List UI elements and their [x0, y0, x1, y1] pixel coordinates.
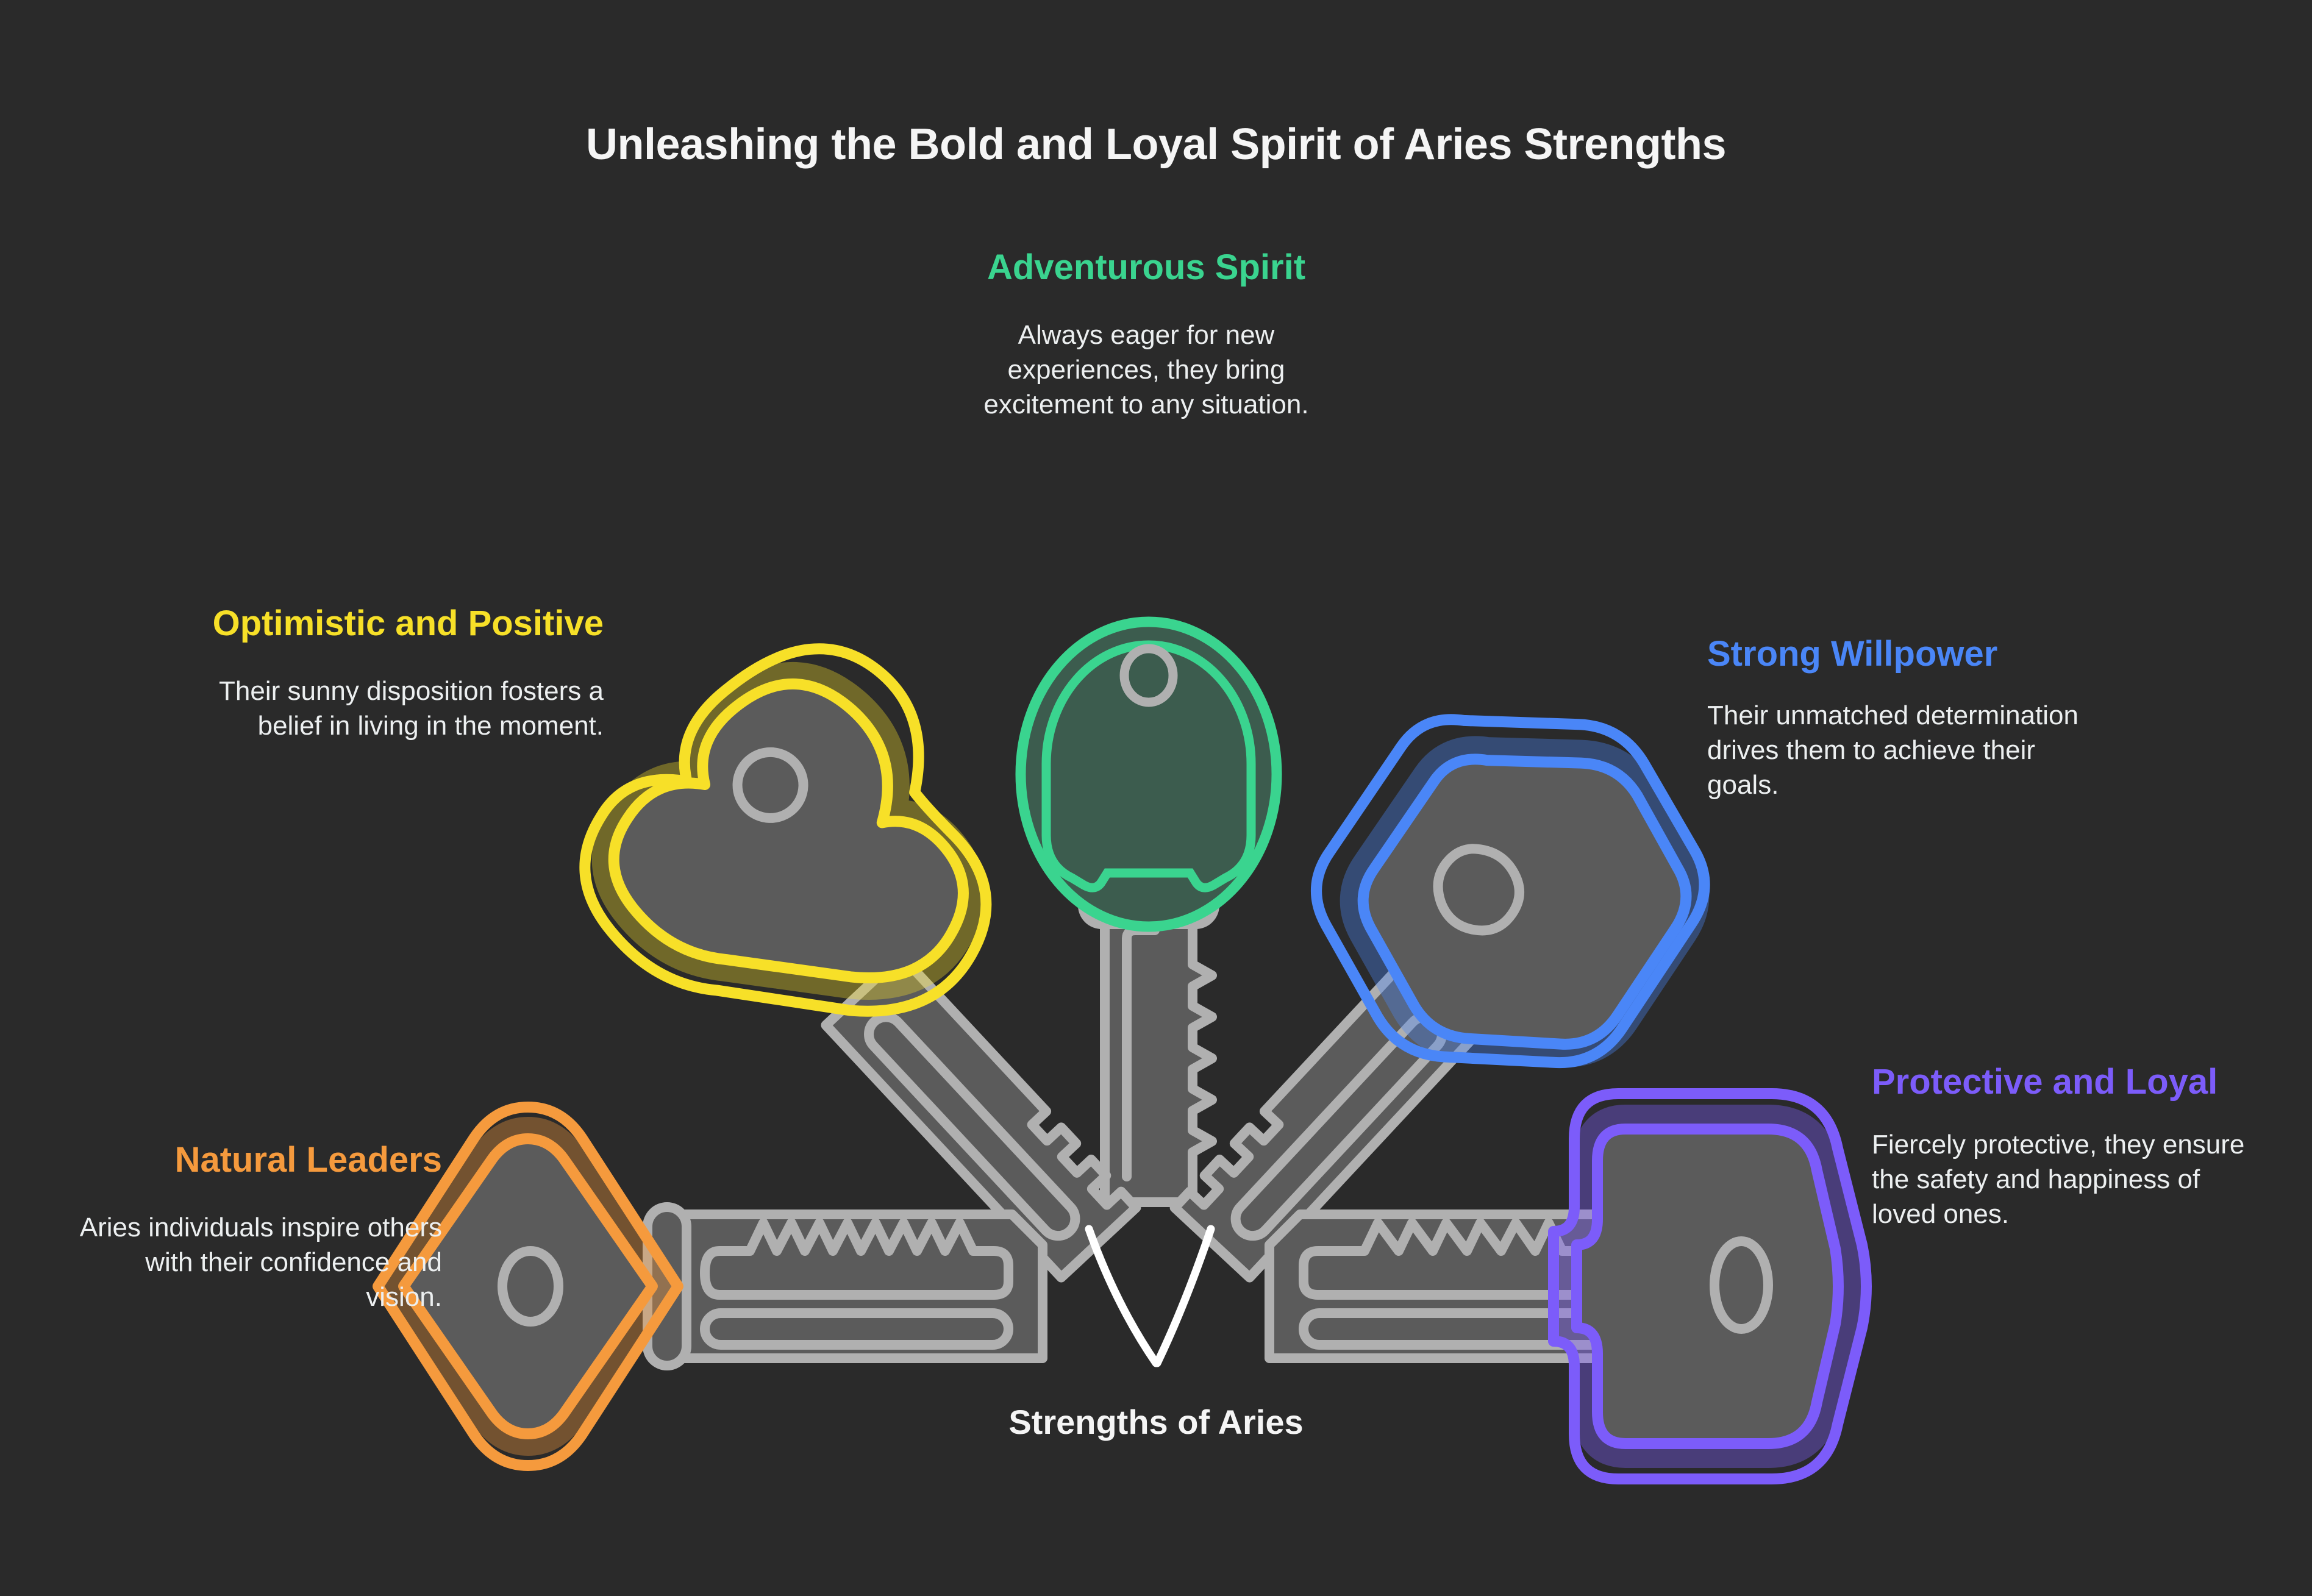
page-title: Unleashing the Bold and Loyal Spirit of …	[585, 120, 1727, 169]
key-willpower	[1169, 714, 1710, 1283]
key-hole-natural-leaders	[498, 1246, 563, 1327]
callout-protective: Protective and Loyal Fiercely protective…	[1872, 1061, 2247, 1231]
key-optimistic	[579, 643, 1141, 1283]
callout-body-willpower: Their unmatched determination drives the…	[1707, 700, 2078, 800]
key-adventurous	[1015, 616, 1282, 1207]
center-caption: Strengths of Aries	[1008, 1403, 1304, 1441]
callout-title-optimistic: Optimistic and Positive	[212, 604, 604, 643]
key-hole-optimistic	[732, 747, 808, 823]
callout-body-adventurous: Always eager for new experiences, they b…	[983, 319, 1309, 420]
key-bow-adventurous	[1015, 616, 1282, 932]
callout-title-protective: Protective and Loyal	[1872, 1062, 2218, 1102]
callout-title-adventurous: Adventurous Spirit	[987, 248, 1306, 287]
callout-body-optimistic: Their sunny disposition fosters a belief…	[219, 675, 604, 741]
callout-title-willpower: Strong Willpower	[1707, 634, 1998, 674]
callout-optimistic: Optimistic and Positive Their sunny disp…	[204, 602, 604, 743]
key-hole-protective	[1710, 1236, 1773, 1334]
callout-willpower: Strong Willpower Their unmatched determi…	[1707, 633, 2097, 802]
aries-v-mark	[1085, 1225, 1215, 1367]
key-hole-adventurous	[1119, 644, 1178, 707]
callout-title-natural-leaders: Natural Leaders	[174, 1140, 442, 1180]
callout-body-protective: Fiercely protective, they ensure the saf…	[1872, 1129, 2245, 1230]
callout-natural-leaders: Natural Leaders Aries individuals inspir…	[67, 1139, 442, 1314]
callout-adventurous: Adventurous Spirit Always eager for new …	[957, 246, 1335, 422]
callout-body-natural-leaders: Aries individuals inspire others with th…	[79, 1212, 442, 1313]
key-bow-willpower	[1311, 714, 1710, 1069]
key-hole-willpower	[1433, 844, 1524, 936]
key-bow-optimistic	[579, 643, 992, 1017]
